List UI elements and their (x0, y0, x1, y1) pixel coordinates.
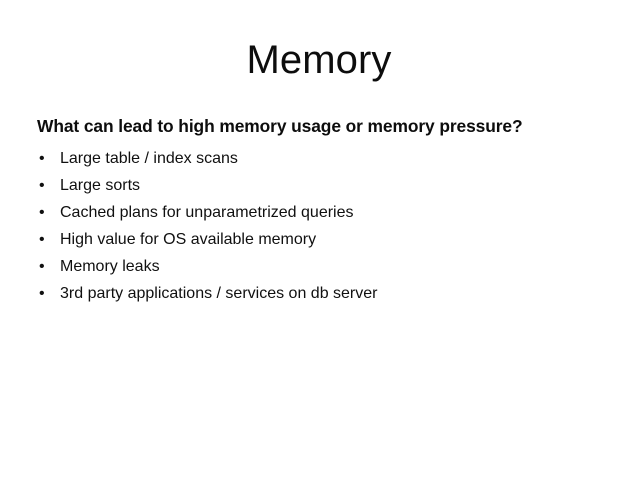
list-item: • Large sorts (37, 172, 607, 199)
list-item: • Cached plans for unparametrized querie… (37, 199, 607, 226)
list-item: • Memory leaks (37, 253, 607, 280)
slide-body: What can lead to high memory usage or me… (37, 114, 607, 307)
list-item-label: Large sorts (60, 177, 141, 194)
list-item-label: Memory leaks (60, 258, 160, 275)
slide-title: Memory (246, 38, 392, 82)
list-item: • Large table / index scans (37, 145, 607, 172)
lead-question: What can lead to high memory usage or me… (37, 116, 523, 136)
bullet-dot-icon: • (39, 231, 45, 248)
bullet-dot-icon: • (39, 177, 45, 194)
list-item: • High value for OS available memory (37, 226, 607, 253)
list-item: • 3rd party applications / services on d… (37, 280, 607, 307)
list-item-label: Cached plans for unparametrized queries (60, 204, 354, 221)
bullet-list: • Large table / index scans • Large sort… (37, 145, 607, 307)
list-item-label: 3rd party applications / services on db … (60, 285, 378, 302)
list-item-label: Large table / index scans (60, 150, 238, 167)
list-item-label: High value for OS available memory (60, 231, 317, 248)
bullet-dot-icon: • (39, 285, 45, 302)
bullet-dot-icon: • (39, 258, 45, 275)
bullet-dot-icon: • (39, 150, 45, 167)
bullet-dot-icon: • (39, 204, 45, 221)
